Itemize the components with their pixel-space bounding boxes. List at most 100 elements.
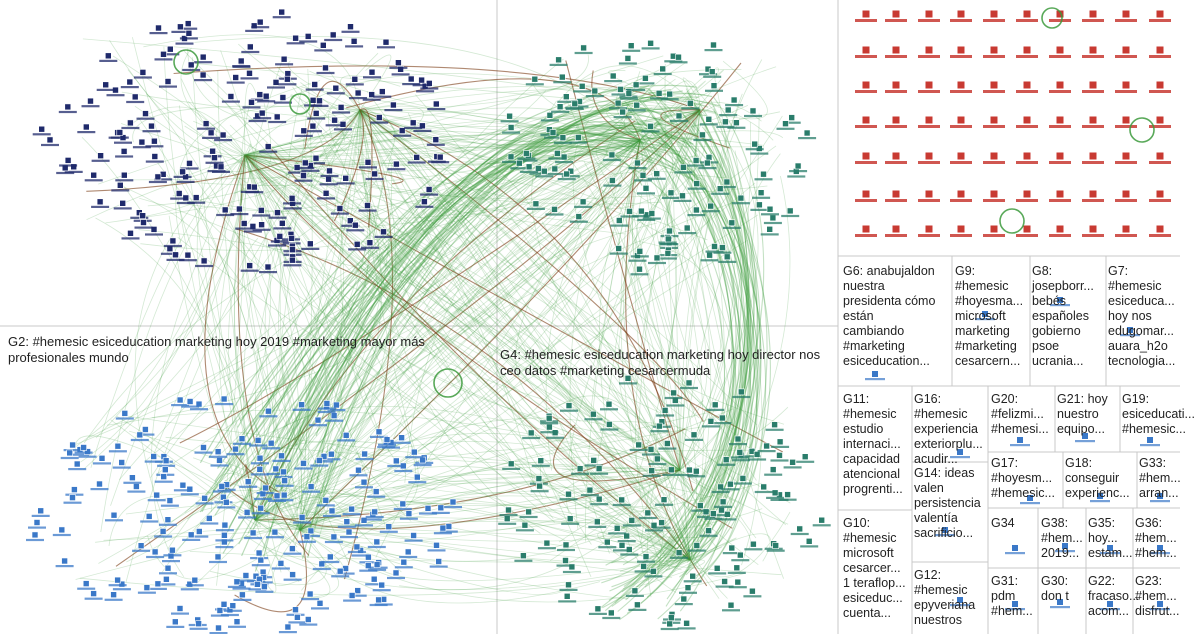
node-g4-label bbox=[770, 459, 789, 462]
edge bbox=[299, 232, 614, 531]
node-g3 bbox=[719, 244, 726, 251]
node-g2 bbox=[336, 567, 344, 575]
node-g3 bbox=[766, 226, 774, 233]
node-g1 bbox=[346, 217, 354, 224]
edge bbox=[126, 106, 246, 156]
edge bbox=[679, 93, 743, 471]
node-g3 bbox=[664, 250, 672, 257]
node-g4 bbox=[686, 466, 693, 474]
node-g3 bbox=[578, 83, 586, 90]
node-g4-label bbox=[645, 529, 663, 532]
node-g2 bbox=[31, 531, 39, 539]
edge bbox=[254, 447, 546, 521]
node-g1 bbox=[300, 172, 307, 179]
node-g3-label bbox=[500, 120, 519, 123]
node-g1-label bbox=[148, 180, 167, 184]
node-isolated-label bbox=[950, 19, 972, 22]
edge-arc bbox=[214, 128, 645, 516]
node-isolated bbox=[957, 81, 965, 89]
edge-arc bbox=[636, 117, 758, 571]
node-g2 bbox=[191, 576, 199, 584]
node-g1 bbox=[292, 34, 299, 42]
node-isolated bbox=[1023, 81, 1031, 89]
node-g3-label bbox=[611, 93, 630, 96]
node-g3-label bbox=[699, 73, 717, 76]
node-g3-label bbox=[760, 233, 779, 236]
node-g1 bbox=[127, 230, 134, 237]
edge bbox=[184, 139, 641, 514]
node-g1-label bbox=[251, 26, 270, 29]
edge bbox=[75, 154, 246, 447]
node-g2-label bbox=[147, 499, 166, 502]
node-g4 bbox=[654, 455, 661, 463]
node-g4-label bbox=[701, 425, 720, 428]
node-g3-label bbox=[669, 61, 688, 64]
edge bbox=[664, 465, 718, 549]
node-g2 bbox=[343, 518, 351, 526]
node-g2 bbox=[328, 507, 336, 515]
node-g4-label bbox=[766, 496, 785, 499]
node-g2-label bbox=[251, 564, 270, 567]
node-g2-label bbox=[429, 565, 448, 568]
node-g1 bbox=[167, 45, 174, 53]
node-g3 bbox=[636, 248, 644, 255]
node-g3-label bbox=[570, 105, 589, 108]
node-g2-label bbox=[209, 455, 228, 458]
node-g2-label bbox=[115, 417, 134, 420]
node-g4-label bbox=[540, 422, 559, 425]
node-g3-label bbox=[763, 221, 782, 225]
node-g4 bbox=[727, 601, 735, 609]
edge bbox=[646, 463, 681, 573]
node-g3 bbox=[751, 140, 759, 148]
node-g1-label bbox=[221, 100, 240, 103]
node-g2-label bbox=[217, 488, 236, 491]
node-g3 bbox=[756, 201, 763, 209]
node-g1-label bbox=[278, 83, 297, 86]
edge bbox=[674, 451, 728, 561]
edge bbox=[254, 482, 612, 521]
node-g3 bbox=[766, 205, 774, 213]
node-g2 bbox=[375, 596, 382, 604]
edge bbox=[315, 469, 681, 527]
edge bbox=[244, 154, 699, 495]
edge-arc bbox=[621, 100, 733, 593]
node-g1-label bbox=[130, 216, 149, 219]
node-isolated bbox=[957, 190, 965, 198]
node-g3 bbox=[692, 157, 700, 164]
node-g4 bbox=[525, 508, 532, 516]
node-g4 bbox=[769, 466, 777, 473]
node-g2-label bbox=[159, 572, 177, 575]
edge bbox=[299, 399, 574, 531]
node-g2-label bbox=[108, 450, 127, 453]
node-isolated-label bbox=[1016, 55, 1038, 58]
node-g3-label bbox=[705, 89, 723, 92]
node-g2 bbox=[435, 558, 443, 565]
node-g4 bbox=[713, 564, 721, 572]
node-g1 bbox=[419, 122, 426, 130]
node-g2-label bbox=[137, 591, 156, 594]
node-g4-label bbox=[765, 428, 784, 431]
edge-strong bbox=[304, 80, 361, 149]
edge-arc bbox=[611, 140, 737, 607]
node-g4-label bbox=[708, 572, 727, 575]
node-g4 bbox=[734, 435, 742, 443]
node-g4 bbox=[618, 541, 626, 549]
edge bbox=[132, 109, 701, 553]
node-g3-label bbox=[565, 107, 584, 110]
node-g3-label bbox=[687, 214, 706, 217]
node-g4-label bbox=[706, 408, 725, 411]
node-g2-label bbox=[387, 464, 406, 468]
node-g1-label bbox=[341, 30, 360, 33]
node-g4 bbox=[568, 563, 576, 571]
node-g1-label bbox=[182, 68, 201, 72]
node-g1-label bbox=[359, 166, 377, 169]
node-g1 bbox=[199, 71, 207, 79]
node-g1 bbox=[262, 92, 270, 100]
node-g2-label bbox=[283, 552, 302, 555]
node-g3 bbox=[794, 162, 802, 170]
edge bbox=[667, 224, 736, 471]
edge bbox=[415, 94, 691, 561]
edge bbox=[214, 154, 271, 452]
node-g2-label bbox=[220, 613, 239, 617]
node-g2-label bbox=[324, 540, 343, 544]
